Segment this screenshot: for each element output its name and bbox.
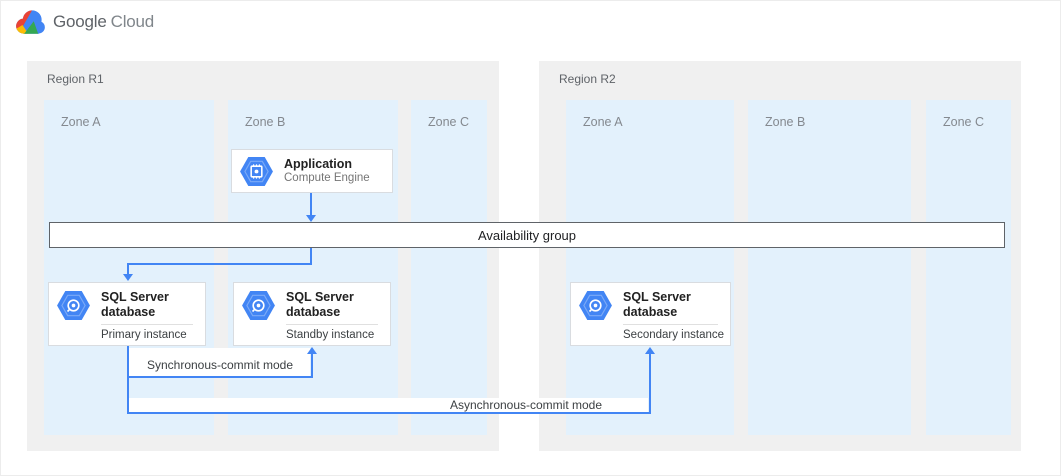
region-r2: Region R2 Zone A Zone B Zone C: [539, 61, 1021, 451]
divider: [286, 324, 378, 325]
region-r1-zone-c: Zone C: [411, 100, 487, 435]
edge-from-primary: [127, 346, 129, 414]
arrowhead-down-icon: [306, 215, 316, 222]
sql-database-icon: [579, 291, 612, 320]
node-title: Application: [284, 157, 353, 171]
edge-async-commit: [127, 412, 651, 414]
sql-database-icon: [242, 291, 275, 320]
node-title: SQL Server database: [101, 290, 169, 319]
sql-database-icon: [57, 291, 90, 320]
edge-async-commit: [649, 354, 651, 413]
edge-sync-commit: [311, 354, 313, 377]
region-r2-zone-b: Zone B: [748, 100, 911, 435]
arrowhead-up-icon: [645, 347, 655, 354]
arrowhead-down-icon: [123, 274, 133, 281]
logo-brand: Google: [53, 12, 107, 31]
edge-sync-commit: [127, 376, 313, 378]
logo-product: Cloud: [110, 12, 155, 31]
region-r1-label: Region R1: [47, 72, 104, 86]
edge-group-to-primary: [127, 263, 312, 265]
edge-group-to-primary: [310, 248, 312, 264]
node-subtitle: Compute Engine: [284, 172, 370, 184]
node-title: SQL Server database: [286, 290, 354, 319]
region-r2-zone-c: Zone C: [926, 100, 1011, 435]
zone-label: Zone C: [943, 115, 984, 129]
region-r1-zone-a: Zone A: [44, 100, 214, 435]
application-node: Application Compute Engine: [231, 149, 393, 193]
edge-group-to-primary: [127, 263, 129, 275]
instance-label: Primary instance: [101, 329, 187, 341]
async-commit-label: Asynchronous-commit mode: [449, 398, 603, 412]
zone-label: Zone C: [428, 115, 469, 129]
instance-label: Secondary instance: [623, 329, 725, 341]
divider: [101, 324, 193, 325]
region-r1: Region R1 Zone A Zone B Zone C: [27, 61, 499, 451]
async-label-band: [129, 398, 648, 412]
google-cloud-cloud-icon: [16, 10, 45, 34]
zone-label: Zone B: [765, 115, 806, 129]
compute-engine-icon: [240, 157, 273, 186]
instance-label: Standby instance: [286, 329, 375, 341]
divider: [623, 324, 718, 325]
availability-group-bar: Availability group: [49, 222, 1005, 248]
edge-app-to-group: [310, 193, 312, 216]
availability-group-label: Availability group: [477, 227, 577, 243]
sync-label-band: [129, 348, 310, 376]
region-r2-label: Region R2: [559, 72, 616, 86]
primary-db-node: SQL Server database Primary instance: [48, 282, 206, 346]
zone-label: Zone A: [61, 115, 101, 129]
zone-label: Zone A: [583, 115, 623, 129]
arrowhead-up-icon: [307, 347, 317, 354]
standby-db-node: SQL Server database Standby instance: [233, 282, 391, 346]
node-title: SQL Server database: [623, 290, 691, 319]
secondary-db-node: SQL Server database Secondary instance: [570, 282, 731, 346]
sync-commit-label: Synchronous-commit mode: [146, 358, 294, 372]
zone-label: Zone B: [245, 115, 286, 129]
